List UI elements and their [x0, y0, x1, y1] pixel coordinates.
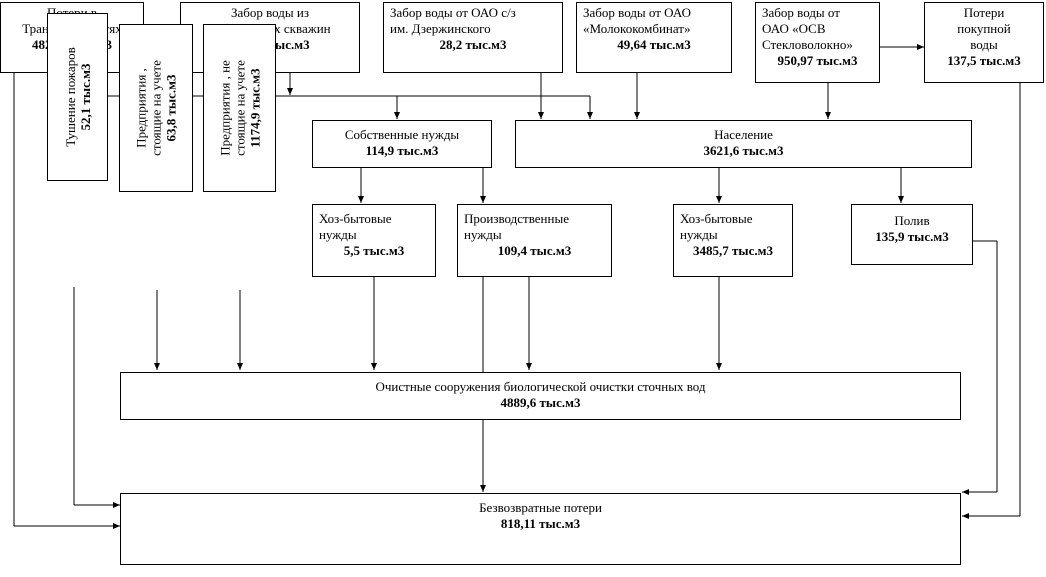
fire-line1: Тушение пожаров [62, 47, 78, 147]
household-own-line2: нужды [319, 227, 357, 242]
household-own-value: 5,5 тыс.м3 [343, 243, 405, 258]
treatment-value: 4889,6 тыс.м3 [500, 395, 581, 410]
household-pop-box: Хоз-бытовые нужды 3485,7 тыс.м3 [673, 204, 793, 277]
treatment-box: Очистные сооружения биологической очистк… [120, 372, 961, 420]
purchased-losses-box: Потери покупной воды 137,5 тыс.м3 [924, 2, 1044, 83]
osv-value: 950,97 тыс.м3 [777, 53, 858, 68]
population-value: 3621,6 тыс.м3 [703, 143, 784, 158]
household-own-line1: Хоз-бытовые [319, 211, 392, 226]
moloko-line1: Забор воды от ОАО [583, 5, 692, 20]
population-line1: Население [714, 127, 773, 142]
fire-value: 52,1 тыс.м3 [77, 63, 93, 131]
ent-unregistered-box: Предприятия , не стоящие на учете 1174,9… [203, 24, 276, 192]
production-box: Производственные нужды 109,4 тыс.м3 [457, 204, 612, 277]
osv-line2: ОАО «ОСВ [762, 21, 826, 36]
ent-registered-line1: Предприятия , [133, 68, 149, 148]
fire-text: Тушение пожаров 52,1 тыс.м3 [63, 47, 93, 147]
ent-unregistered-line2: стоящие на учете [232, 60, 247, 156]
own-needs-value: 114,9 тыс.м3 [365, 143, 439, 158]
own-needs-line1: Собственные нужды [344, 127, 460, 142]
treatment-line1: Очистные сооружения биологической очистк… [375, 379, 706, 394]
household-pop-value: 3485,7 тыс.м3 [693, 243, 773, 258]
irrecoverable-box: Безвозвратные потери 818,11 тыс.м3 [120, 493, 961, 565]
dzerzhinsky-value: 28,2 тыс.м3 [439, 37, 507, 52]
ent-unregistered-line1: Предприятия , не [217, 60, 232, 156]
watering-line1: Полив [894, 213, 930, 228]
ent-registered-box: Предприятия , стоящие на учете 63,8 тыс.… [119, 24, 193, 192]
production-line1: Производственные [464, 211, 569, 226]
purchased-line3: воды [970, 37, 998, 52]
moloko-value: 49,64 тыс.м3 [617, 37, 691, 52]
production-line2: нужды [464, 227, 502, 242]
household-pop-line1: Хоз-бытовые [680, 211, 753, 226]
purchased-value: 137,5 тыс.м3 [947, 53, 1021, 68]
ent-registered-text: Предприятия , стоящие на учете 63,8 тыс.… [134, 60, 179, 156]
ent-registered-value: 63,8 тыс.м3 [163, 74, 179, 142]
own-needs-box: Собственные нужды 114,9 тыс.м3 [312, 120, 492, 168]
dzerzhinsky-line2: им. Дзержинского [390, 21, 491, 36]
fire-box: Тушение пожаров 52,1 тыс.м3 [47, 13, 108, 181]
purchased-line1: Потери [963, 5, 1005, 20]
ent-unregistered-text: Предприятия , не стоящие на учете 1174,9… [217, 60, 262, 156]
moloko-box: Забор воды от ОАО «Молококомбинат» 49,64… [576, 2, 732, 73]
osv-line1: Забор воды от [762, 5, 840, 20]
population-box: Население 3621,6 тыс.м3 [515, 120, 972, 168]
purchased-line2: покупной [957, 21, 1011, 36]
watering-box: Полив 135,9 тыс.м3 [851, 204, 973, 265]
ent-registered-line2: стоящие на учете [148, 60, 164, 156]
moloko-line2: «Молококомбинат» [583, 21, 691, 36]
production-value: 109,4 тыс.м3 [497, 243, 572, 258]
watering-value: 135,9 тыс.м3 [875, 229, 949, 244]
irrecoverable-value: 818,11 тыс.м3 [500, 516, 581, 531]
household-pop-line2: нужды [680, 227, 718, 242]
dzerzhinsky-line1: Забор воды от ОАО с/з [390, 5, 516, 20]
household-own-box: Хоз-бытовые нужды 5,5 тыс.м3 [312, 204, 436, 277]
osv-box: Забор воды от ОАО «ОСВ Стекловолокно» 95… [755, 2, 880, 83]
ent-unregistered-value: 1174,9 тыс.м3 [247, 68, 262, 148]
irrecoverable-line1: Безвозвратные потери [479, 500, 602, 515]
dzerzhinsky-box: Забор воды от ОАО с/з им. Дзержинского 2… [383, 2, 563, 73]
osv-line3: Стекловолокно» [762, 37, 853, 52]
wells-line1: Забор воды из [230, 5, 309, 20]
